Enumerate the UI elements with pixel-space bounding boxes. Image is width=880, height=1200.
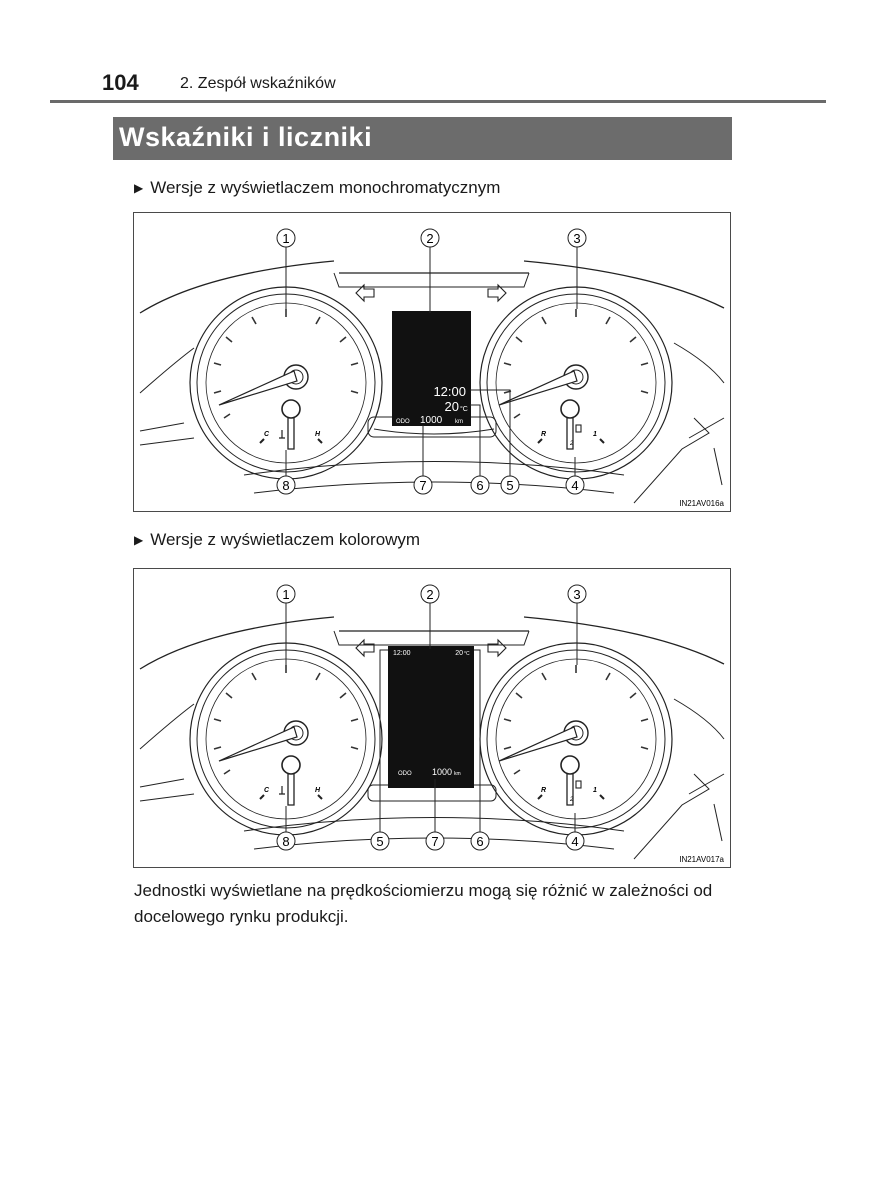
- callout-2: 2: [426, 231, 433, 246]
- page-number: 104: [102, 70, 139, 95]
- hot-mark: H: [315, 431, 321, 438]
- odo-label: ODO: [396, 419, 410, 425]
- two-mark: 2: [569, 441, 574, 447]
- callout-8: 8: [282, 478, 289, 493]
- triangle-bullet-icon: ▶: [134, 533, 144, 547]
- reverse-mark: R: [541, 787, 546, 794]
- clock-readout: 12:00: [393, 650, 411, 657]
- variant-label-text: Wersje z wyświetlaczem monochromatycznym: [150, 178, 501, 197]
- coolant-temp-icon: [279, 430, 285, 439]
- callout-6: 6: [476, 834, 483, 849]
- mono-display: [392, 311, 471, 426]
- two-mark: 2: [569, 797, 574, 803]
- odometer-unit: km: [455, 419, 463, 425]
- temperature-readout: 20: [455, 650, 463, 657]
- one-mark: 1: [593, 787, 597, 794]
- callout-2: 2: [426, 587, 433, 602]
- callout-3: 3: [573, 587, 580, 602]
- callout-3: 3: [573, 231, 580, 246]
- callout-5: 5: [376, 834, 383, 849]
- callout-4: 4: [571, 478, 578, 493]
- fuel-pump-icon: [575, 780, 582, 789]
- left-turn-arrow-icon: [355, 638, 375, 658]
- header-rule: [50, 100, 826, 103]
- image-code: IN21AV016a: [679, 499, 724, 508]
- callout-7: 7: [419, 478, 426, 493]
- cluster-diagram-color: C H R 2 1: [139, 584, 725, 864]
- section-title: Wskaźniki i liczniki: [113, 117, 732, 160]
- callout-1: 1: [282, 231, 289, 246]
- odometer-value: 1000: [420, 415, 443, 426]
- cluster-diagram-mono: C H R 2 1: [139, 228, 725, 508]
- cold-mark: C: [264, 431, 270, 438]
- right-gauge: R 2 1: [479, 642, 673, 836]
- temperature-unit: °C: [464, 651, 470, 657]
- image-code: IN21AV017a: [679, 855, 724, 864]
- right-turn-arrow-icon: [487, 283, 507, 303]
- right-turn-arrow-icon: [487, 638, 507, 658]
- variant-label-color: ▶ Wersje z wyświetlaczem kolorowym: [134, 530, 420, 550]
- coolant-temp-icon: [279, 786, 285, 795]
- variant-label-text: Wersje z wyświetlaczem kolorowym: [150, 530, 421, 549]
- callout-1: 1: [282, 587, 289, 602]
- callout-8: 8: [282, 834, 289, 849]
- chapter-title: 2. Zespół wskaźników: [180, 75, 336, 92]
- odometer-unit: km: [454, 771, 461, 777]
- variant-label-mono: ▶ Wersje z wyświetlaczem monochromatyczny…: [134, 178, 500, 198]
- figure-mono: C H R 2 1: [133, 212, 731, 512]
- odometer-value: 1000: [432, 767, 452, 777]
- triangle-bullet-icon: ▶: [134, 181, 144, 195]
- callout-7: 7: [431, 834, 438, 849]
- right-gauge: R 2 1: [479, 286, 673, 480]
- body-paragraph: Jednostki wyświetlane na prędkościomierz…: [134, 881, 713, 926]
- left-turn-arrow-icon: [355, 283, 375, 303]
- figure-color: C H R 2 1: [133, 568, 731, 868]
- reverse-mark: R: [541, 431, 546, 438]
- callout-6: 6: [476, 478, 483, 493]
- callout-4: 4: [571, 834, 578, 849]
- temperature-readout: 20: [445, 399, 459, 414]
- hot-mark: H: [315, 787, 321, 794]
- fuel-pump-icon: [575, 424, 582, 433]
- callout-5: 5: [506, 478, 513, 493]
- odo-label: ODO: [398, 771, 412, 777]
- one-mark: 1: [593, 431, 597, 438]
- cold-mark: C: [264, 787, 270, 794]
- clock-readout: 12:00: [433, 384, 466, 399]
- temperature-unit: °C: [460, 405, 468, 413]
- color-display: [388, 646, 474, 788]
